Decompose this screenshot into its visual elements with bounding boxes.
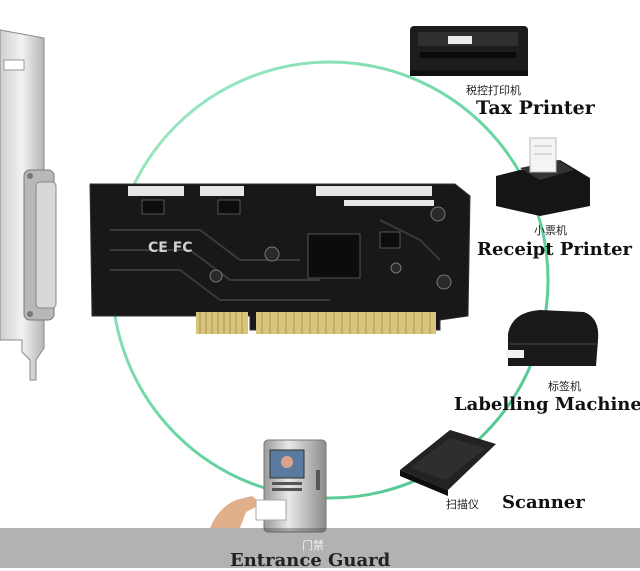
gold-edge-connector	[196, 312, 436, 334]
db25-connector	[23, 169, 57, 321]
pcb-board	[89, 183, 471, 331]
main-controller-chip	[307, 233, 361, 279]
label-machine-image	[506, 310, 599, 366]
tax-printer-label-cn: 税控打印机	[466, 84, 521, 97]
entrance-guard-label-cn: 门禁	[302, 539, 324, 552]
labelling-machine-label: Labelling Machine	[454, 394, 640, 415]
pci-serial-card: CE FC	[0, 29, 471, 381]
entrance-guard-label: Entrance Guard	[230, 550, 391, 571]
scanner-label-cn: 扫描仪	[446, 498, 479, 511]
receipt-printer-label: Receipt Printer	[477, 239, 633, 260]
receipt-printer-label-cn: 小票机	[534, 224, 567, 237]
tax-printer-label: Tax Printer	[476, 97, 595, 119]
entrance-guard-image	[210, 439, 327, 533]
receipt-printer-image	[496, 137, 590, 216]
scanner-label: Scanner	[502, 492, 585, 513]
tax-printer-image	[410, 26, 528, 76]
scanner-image	[400, 430, 496, 496]
hand-with-card	[210, 496, 262, 528]
pin-headers	[128, 186, 434, 206]
bottom-overlay-bar	[0, 528, 640, 568]
ce-fc-mark: CE FC	[148, 240, 193, 256]
labelling-machine-label-cn: 标签机	[548, 380, 581, 393]
